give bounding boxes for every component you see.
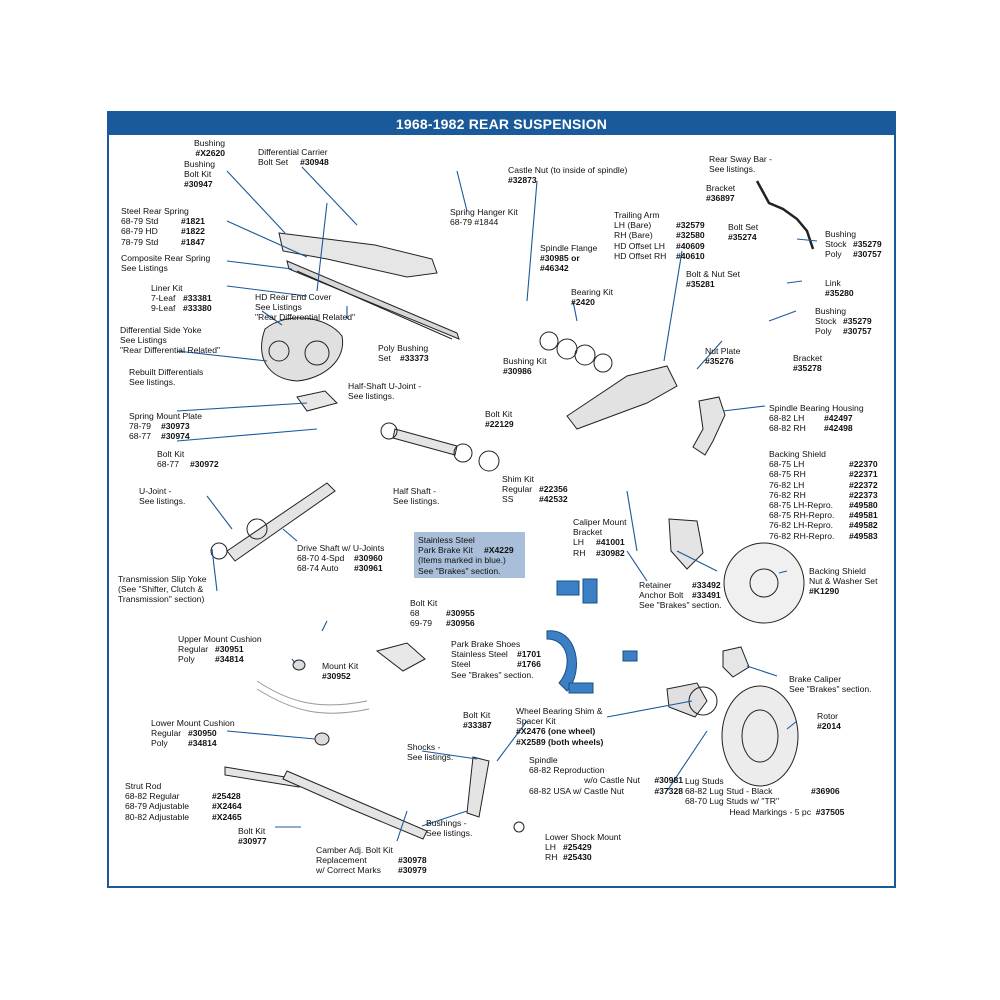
callout-shim-kit: Shim Kit Regular#22356 SS#42532	[502, 474, 568, 505]
callout-spring-mount-plate: Spring Mount Plate 78-79#30973 68-77#309…	[129, 411, 203, 442]
diagram-frame: 1968-1982 REAR SUSPENSION	[107, 111, 896, 888]
callout-hd-rear-end-cover: HD Rear End Cover See Listings "Rear Dif…	[255, 292, 356, 323]
callout-shocks: Shocks - See listings.	[407, 742, 454, 763]
callout-rear-sway-bar: Rear Sway Bar - See listings.	[709, 154, 773, 175]
callout-bushing-bolt-kit: Bushing Bolt Kit #30947	[184, 159, 216, 190]
callout-bolt-kit-30972: Bolt Kit 68-77#30972	[157, 449, 219, 470]
drive-shaft-part	[226, 482, 336, 562]
mount-kit-part	[375, 642, 426, 672]
spring-mount-plate-part	[296, 390, 338, 412]
callout-differential-carrier-bolt-set: Differential Carrier Bolt Set #30948	[258, 147, 329, 168]
callout-drive-shaft: Drive Shaft w/ U-Joints 68-70 4-Spd#3096…	[297, 543, 385, 574]
callout-bolt-kit-33387: Bolt Kit #33387	[463, 710, 492, 731]
callout-wheel-bearing-shim: Wheel Bearing Shim & Spacer Kit #X2476 (…	[516, 706, 604, 747]
callout-lower-shock-mount: Lower Shock Mount LH#25429 RH#25430	[545, 832, 621, 863]
exploded-parts-drawing	[176, 166, 818, 842]
callout-differential-side-yoke: Differential Side Yoke See Listings "Rea…	[120, 325, 221, 356]
strut-rod-part	[224, 766, 300, 788]
callout-rebuilt-differentials: Rebuilt Differentials See listings.	[129, 367, 204, 388]
callout-liner-kit: Liner Kit 7-Leaf#33381 9-Leaf#33380	[151, 283, 212, 314]
callout-strut-rod: Strut Rod 68-82 Regular#25428 68-79 Adju…	[125, 781, 242, 822]
callout-rotor: Rotor #2014	[817, 711, 841, 732]
callout-brake-caliper: Brake Caliper See "Brakes" section.	[789, 674, 872, 695]
callout-bracket-36897: Bracket #36897	[706, 183, 736, 204]
callout-transmission-slip-yoke: Transmission Slip Yoke (See "Shifter, Cl…	[118, 574, 207, 605]
shock-absorber-part	[466, 756, 490, 818]
brake-caliper-part	[722, 646, 750, 678]
park-brake-shoe-part	[546, 630, 578, 692]
callout-mount-kit: Mount Kit #30952	[322, 661, 359, 682]
callout-bushing-stock-poly-mid: Bushing Stock#35279 Poly#30757	[815, 306, 872, 337]
callout-park-brake-shoes: Park Brake Shoes Stainless Steel#1701 St…	[451, 639, 541, 680]
callout-steel-rear-spring: Steel Rear Spring 68-79 Std#1821 68-79 H…	[121, 206, 205, 247]
leaf-spring-part	[286, 260, 460, 340]
rotor-part	[721, 685, 799, 787]
callout-lower-mount-cushion: Lower Mount Cushion Regular#30950 Poly#3…	[151, 718, 235, 749]
callout-nut-plate: Nut Plate #35276	[705, 346, 741, 367]
backing-shield-part	[723, 542, 805, 624]
callout-link: Link #35280	[825, 278, 854, 299]
callout-u-joint: U-Joint - See listings.	[139, 486, 186, 507]
callout-lug-studs: Lug Studs 68-82 Lug Stud - Black#36906 6…	[685, 776, 845, 817]
caliper-bracket-part	[668, 518, 704, 570]
bearing-kit-part	[539, 331, 613, 373]
callout-backing-shield-nut: Backing Shield Nut & Washer Set #K1290	[809, 566, 878, 597]
callout-caliper-mount-bracket: Caliper Mount Bracket LH#41001 RH#30982	[573, 517, 627, 558]
park-brake-highlight-box	[414, 532, 525, 578]
callout-camber-adj-bolt-kit: Camber Adj. Bolt Kit Replacement#30978 w…	[316, 845, 427, 876]
callout-bolt-nut-set: Bolt & Nut Set #35281	[686, 269, 740, 290]
callout-bushing-x2620: Bushing #X2620	[194, 138, 226, 159]
half-shaft-part	[392, 428, 458, 456]
differential-housing-part	[261, 317, 344, 382]
callout-bushing-stock-poly-top: Bushing Stock#35279 Poly#30757	[825, 229, 882, 260]
callout-upper-mount-cushion: Upper Mount Cushion Regular#30951 Poly#3…	[178, 634, 262, 665]
callout-bolt-kit-30955: Bolt Kit 68#30955 69-79#30956	[410, 598, 475, 629]
callout-bolt-kit-22129: Bolt Kit #22129	[485, 409, 514, 430]
sway-bar-part	[755, 180, 815, 250]
callout-stainless-park-brake-kit: Stainless Steel Park Brake Kit#X4229 (It…	[418, 535, 514, 576]
callout-half-shaft-ujoint: Half-Shaft U-Joint - See listings.	[348, 381, 422, 402]
callout-trailing-arm: Trailing Arm LH (Bare)#32579 RH (Bare)#3…	[614, 210, 705, 261]
callout-castle-nut: Castle Nut (to inside of spindle) #32873	[508, 165, 628, 186]
trailing-arm-part	[566, 365, 678, 430]
leader-lines	[176, 166, 818, 842]
callout-composite-rear-spring: Composite Rear Spring See Listings	[121, 253, 211, 274]
park-brake-hardware-part	[556, 578, 638, 694]
callout-bushings: Bushings - See listings.	[426, 818, 473, 839]
differential-carrier-part	[278, 232, 438, 278]
callout-bolt-kit-30977: Bolt Kit #30977	[238, 826, 267, 847]
callout-retainer-anchor-bolt: Retainer#33492 Anchor Bolt#33491 See "Br…	[639, 580, 722, 611]
diagram-title: 1968-1982 REAR SUSPENSION	[109, 113, 894, 135]
callout-spring-hanger-kit: Spring Hanger Kit 68-79 #1844	[450, 207, 518, 228]
callout-spindle: Spindle 68-82 Reproduction w/o Castle Nu…	[529, 755, 684, 796]
callout-half-shaft: Half Shaft - See listings.	[393, 486, 440, 507]
camber-strut-part	[282, 770, 428, 840]
callout-poly-bushing-set: Poly Bushing Set#33373	[378, 343, 429, 364]
callout-spindle-flange: Spindle Flange #30985 or #46342	[540, 243, 598, 274]
callout-bearing-kit: Bearing Kit #2420	[571, 287, 614, 308]
callout-spindle-bearing-housing: Spindle Bearing Housing 68-82 LH#42497 6…	[769, 403, 864, 434]
callout-bracket-35278: Bracket #35278	[793, 353, 823, 374]
callout-backing-shield: Backing Shield 68-75 LH#22370 68-75 RH#2…	[769, 449, 878, 541]
callout-bushing-kit-30986: Bushing Kit #30986	[503, 356, 547, 377]
callout-bolt-set-35274: Bolt Set #35274	[728, 222, 759, 243]
spindle-bearing-housing-part	[692, 396, 726, 456]
spindle-part	[666, 682, 708, 718]
